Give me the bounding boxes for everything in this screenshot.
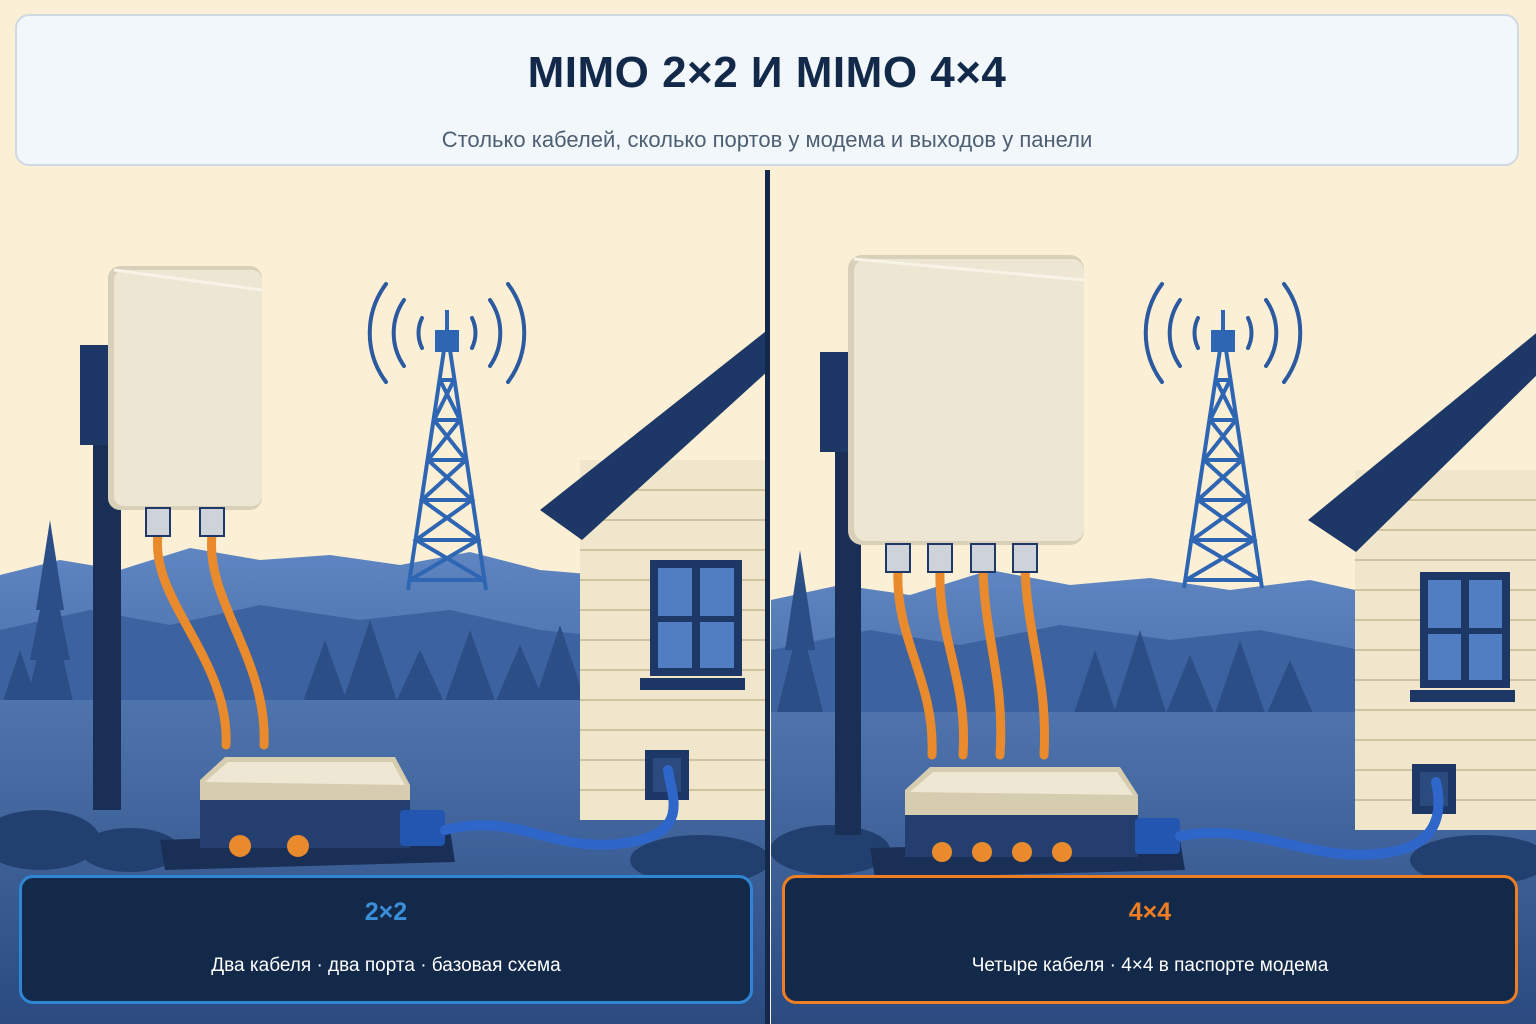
coax-cables: [152, 530, 269, 750]
scene-2x2: [0, 266, 765, 1024]
caption-title: 2×2: [364, 898, 408, 926]
coax-cables: [893, 565, 1050, 760]
cell-tower: [1182, 310, 1264, 589]
panel-divider: [765, 170, 770, 1024]
bushes: [0, 810, 765, 885]
antenna-panel: [848, 255, 1085, 545]
antenna-panel: [108, 266, 263, 510]
page-title: MIMO 2×2 И MIMO 4×4: [527, 48, 1007, 97]
modem: [160, 757, 455, 870]
caption-title: 4×4: [1128, 898, 1172, 926]
cell-tower: [406, 310, 488, 591]
house: [1308, 333, 1536, 830]
caption-description: Два кабеля · два порта · базовая схема: [211, 955, 561, 976]
signal-waves: [367, 282, 527, 384]
signal-waves: [1143, 282, 1303, 384]
ethernet-cable: [440, 765, 679, 850]
ethernet-cable: [1175, 777, 1444, 860]
forest: [775, 550, 1320, 730]
mast-bracket: [80, 345, 110, 445]
mast-bracket: [820, 352, 852, 452]
caption-card-2x2: 2×2 Два кабеля · два порта · базовая схе…: [19, 875, 753, 1004]
house: [540, 331, 765, 820]
page-subtitle: Столько кабелей, сколько портов у модема…: [441, 127, 1093, 152]
caption-card-4x4: 4×4 Четыре кабеля · 4×4 в паспорте модем…: [782, 875, 1518, 1004]
bushes: [771, 825, 1536, 885]
modem: [870, 767, 1185, 878]
caption-description: Четыре кабеля · 4×4 в паспорте модема: [971, 955, 1329, 976]
connectors: [145, 507, 225, 537]
connectors: [885, 543, 1038, 573]
header-card: MIMO 2×2 И MIMO 4×4 Столько кабелей, ско…: [15, 14, 1519, 166]
scene-4x4: [771, 255, 1536, 1024]
